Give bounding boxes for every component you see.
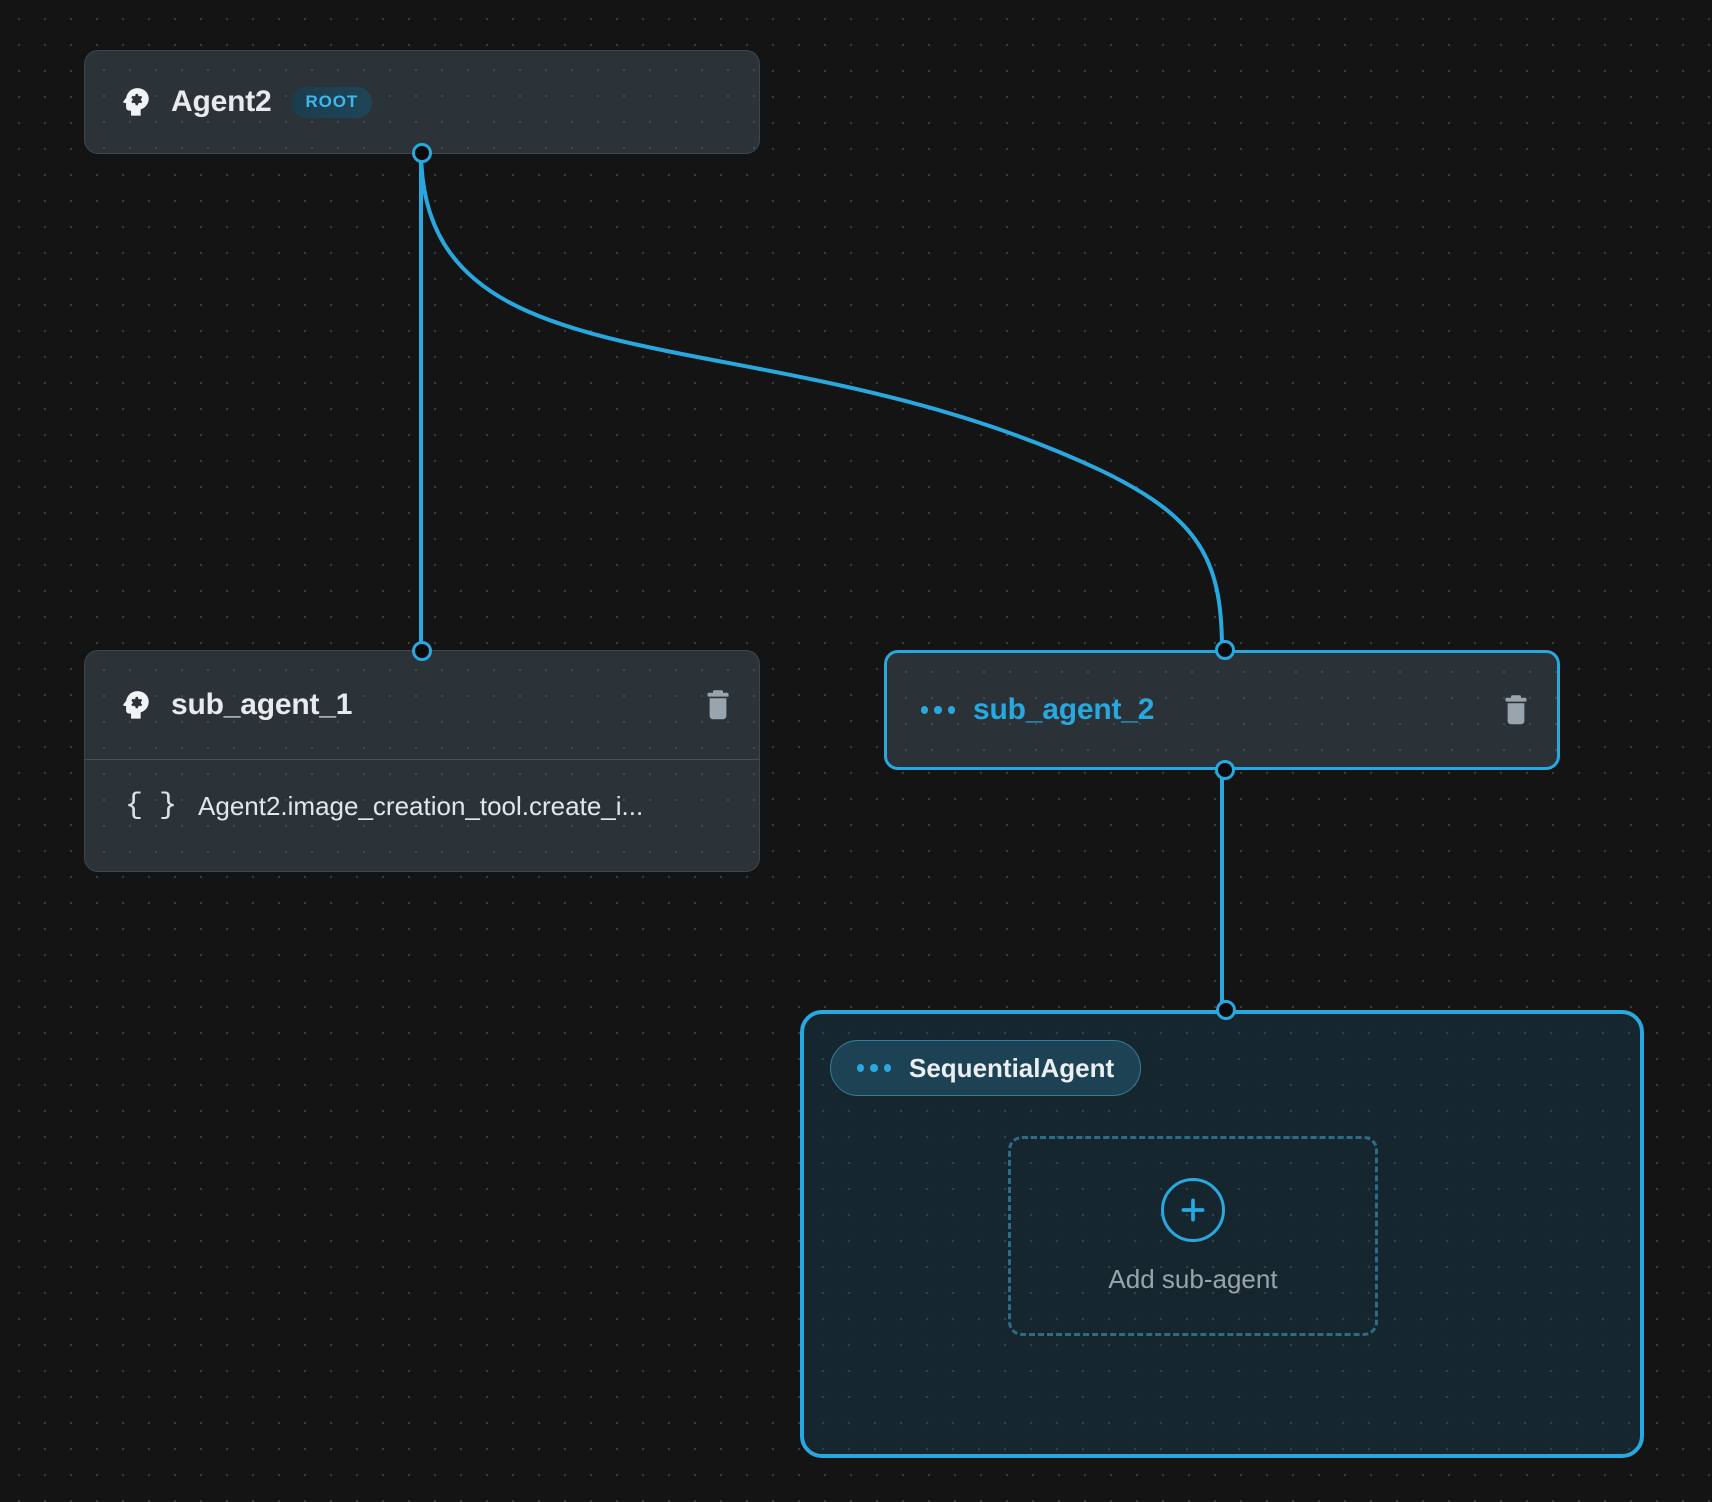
node-agent2-header: Agent2 ROOT xyxy=(85,51,759,153)
node-agent2[interactable]: Agent2 ROOT xyxy=(84,50,760,163)
agent-head-gear-icon xyxy=(119,688,153,722)
node-agent2-title: Agent2 xyxy=(171,85,272,118)
trash-icon[interactable] xyxy=(1501,693,1531,727)
node-sub-agent-1[interactable]: sub_agent_1 { } Agent2.image_creation_to… xyxy=(84,641,760,872)
port-sub-agent-2-target[interactable] xyxy=(1215,640,1235,660)
plus-circle-icon[interactable] xyxy=(1161,1177,1225,1242)
tool-label: Agent2.image_creation_tool.create_i... xyxy=(198,790,644,821)
node-sequential-agent[interactable]: SequentialAgent Add sub-agent xyxy=(800,1000,1644,1458)
node-sub-agent-2-title: sub_agent_2 xyxy=(973,693,1155,726)
add-sub-agent-dropzone[interactable]: Add sub-agent xyxy=(1008,1136,1378,1336)
port-sub-agent-1-target[interactable] xyxy=(412,641,432,661)
edge-root-to-sub-agent-2 xyxy=(419,149,1224,651)
node-sub-agent-1-header: sub_agent_1 xyxy=(85,651,759,759)
node-sub-agent-2[interactable]: sub_agent_2 xyxy=(884,640,1560,780)
trash-icon[interactable] xyxy=(703,688,733,722)
port-agent2-source[interactable] xyxy=(412,143,432,163)
tool-row[interactable]: { } Agent2.image_creation_tool.create_i.… xyxy=(85,760,759,852)
port-sequential-agent-target[interactable] xyxy=(1216,1000,1236,1020)
ellipsis-icon xyxy=(921,703,955,717)
add-sub-agent-label: Add sub-agent xyxy=(1108,1263,1278,1294)
sequential-agent-pill[interactable]: SequentialAgent xyxy=(830,1040,1142,1096)
braces-icon: { } xyxy=(125,789,177,823)
port-sub-agent-2-source[interactable] xyxy=(1215,760,1235,780)
node-sub-agent-1-title: sub_agent_1 xyxy=(171,688,353,721)
agent-head-gear-icon xyxy=(119,85,153,119)
node-divider xyxy=(85,759,759,760)
node-sub-agent-2-header: sub_agent_2 xyxy=(887,653,1557,767)
root-badge: ROOT xyxy=(291,86,373,118)
ellipsis-icon xyxy=(857,1061,891,1075)
sequential-agent-label: SequentialAgent xyxy=(909,1052,1115,1083)
